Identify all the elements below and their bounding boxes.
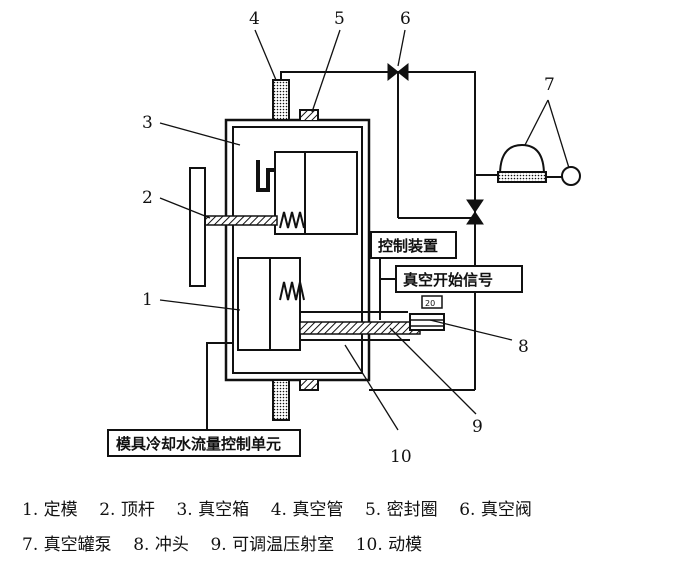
callout-2: 2 [142, 188, 153, 208]
shot-sleeve [299, 321, 421, 335]
callout-7: 7 [544, 75, 555, 95]
vacuum-die-casting-diagram: 20 控制装置 真空开始信号 模具冷却水流量控制单元 [107, 9, 581, 467]
moving-die [269, 257, 301, 351]
mold-cooling-unit-box [107, 429, 301, 457]
bottom-connector [272, 379, 290, 421]
ejector-rod [204, 215, 278, 226]
legend-line-1: 1. 定模 2. 顶杆 3. 真空箱 4. 真空管 5. 密封圈 6. 真空阀 [22, 500, 532, 520]
callout-6: 6 [400, 9, 411, 29]
vacuum-valve-right [466, 199, 484, 225]
leader-lines [159, 29, 570, 431]
callout-10: 10 [390, 447, 412, 467]
upper-die-block [274, 151, 358, 235]
vacuum-tank-pump [497, 143, 581, 186]
fixed-mold [237, 257, 271, 351]
callout-9: 9 [472, 417, 483, 437]
vacuum-start-signal-box [395, 265, 523, 293]
callout-8: 8 [518, 337, 529, 357]
lower-spring [279, 281, 305, 301]
fixed-platen [189, 167, 206, 287]
control-device-label: 控制装置 [378, 237, 438, 255]
callout-5: 5 [334, 9, 345, 29]
top-vacuum-connector [272, 79, 290, 121]
legend-line-2: 7. 真空罐泵 8. 冲头 9. 可调温压射室 10. 动模 [22, 535, 423, 555]
callout-1: 1 [142, 290, 153, 310]
vacuum-valve-top [387, 62, 409, 82]
control-device-box [370, 231, 457, 259]
small-gauge [421, 295, 443, 309]
seal-ring-bottom [299, 380, 319, 391]
inner-seal [256, 160, 276, 192]
small-gauge-mark: 20 [425, 299, 435, 308]
callout-3: 3 [142, 113, 153, 133]
vacuum-box [224, 118, 371, 382]
mold-cooling-unit-label: 模具冷却水流量控制单元 [116, 435, 281, 453]
seal-ring-top [299, 109, 319, 120]
upper-spring [279, 211, 305, 229]
cooling-line [206, 342, 233, 430]
callout-4: 4 [249, 9, 260, 29]
vacuum-start-signal-label: 真空开始信号 [403, 271, 493, 289]
